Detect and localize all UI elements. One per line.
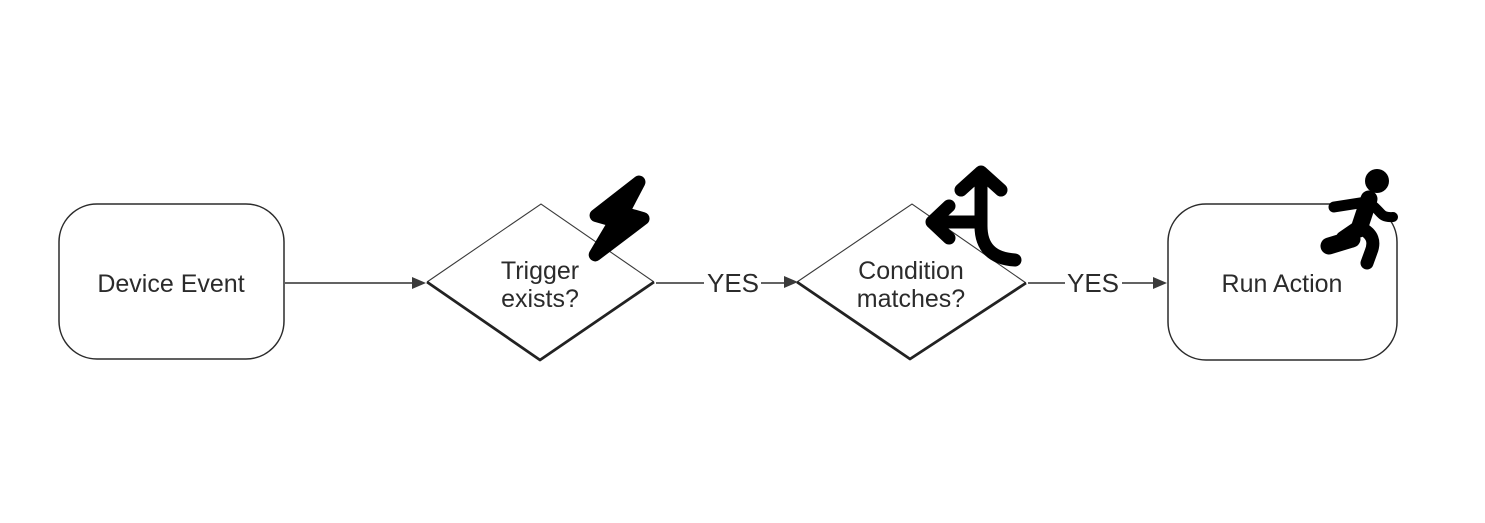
edge-trigger-to-condition: YES (656, 268, 798, 298)
node-device-event: Device Event (58, 203, 285, 360)
edge-label-yes-2: YES (1067, 268, 1119, 298)
arrowhead-icon (412, 277, 426, 289)
trigger-exists-label-line2: exists? (501, 285, 579, 313)
trigger-diamond-top-edges (426, 203, 655, 283)
split-arrows-up-left-icon (925, 165, 1022, 267)
edge-label-yes-1: YES (707, 268, 759, 298)
arrow-device-to-trigger (285, 277, 426, 289)
person-running-icon (1320, 169, 1398, 270)
device-event-box (58, 203, 285, 360)
run-action-label: Run Action (1222, 270, 1343, 298)
node-condition-matches: Condition matches? (796, 165, 1027, 361)
device-event-label: Device Event (97, 270, 244, 298)
trigger-exists-label-line1: Trigger (501, 257, 579, 285)
trigger-diamond-bottom-edges (426, 280, 655, 362)
condition-matches-label-line2: matches? (857, 285, 965, 313)
condition-matches-label-line1: Condition (858, 257, 964, 285)
arrowhead-icon (784, 276, 798, 288)
node-run-action: Run Action (1167, 169, 1398, 361)
condition-diamond-bottom-edges (796, 280, 1027, 361)
lightning-bolt-icon (588, 175, 650, 262)
edge-condition-to-action: YES (1028, 268, 1167, 298)
arrowhead-icon (1153, 277, 1167, 289)
node-trigger-exists: Trigger exists? (426, 175, 655, 362)
